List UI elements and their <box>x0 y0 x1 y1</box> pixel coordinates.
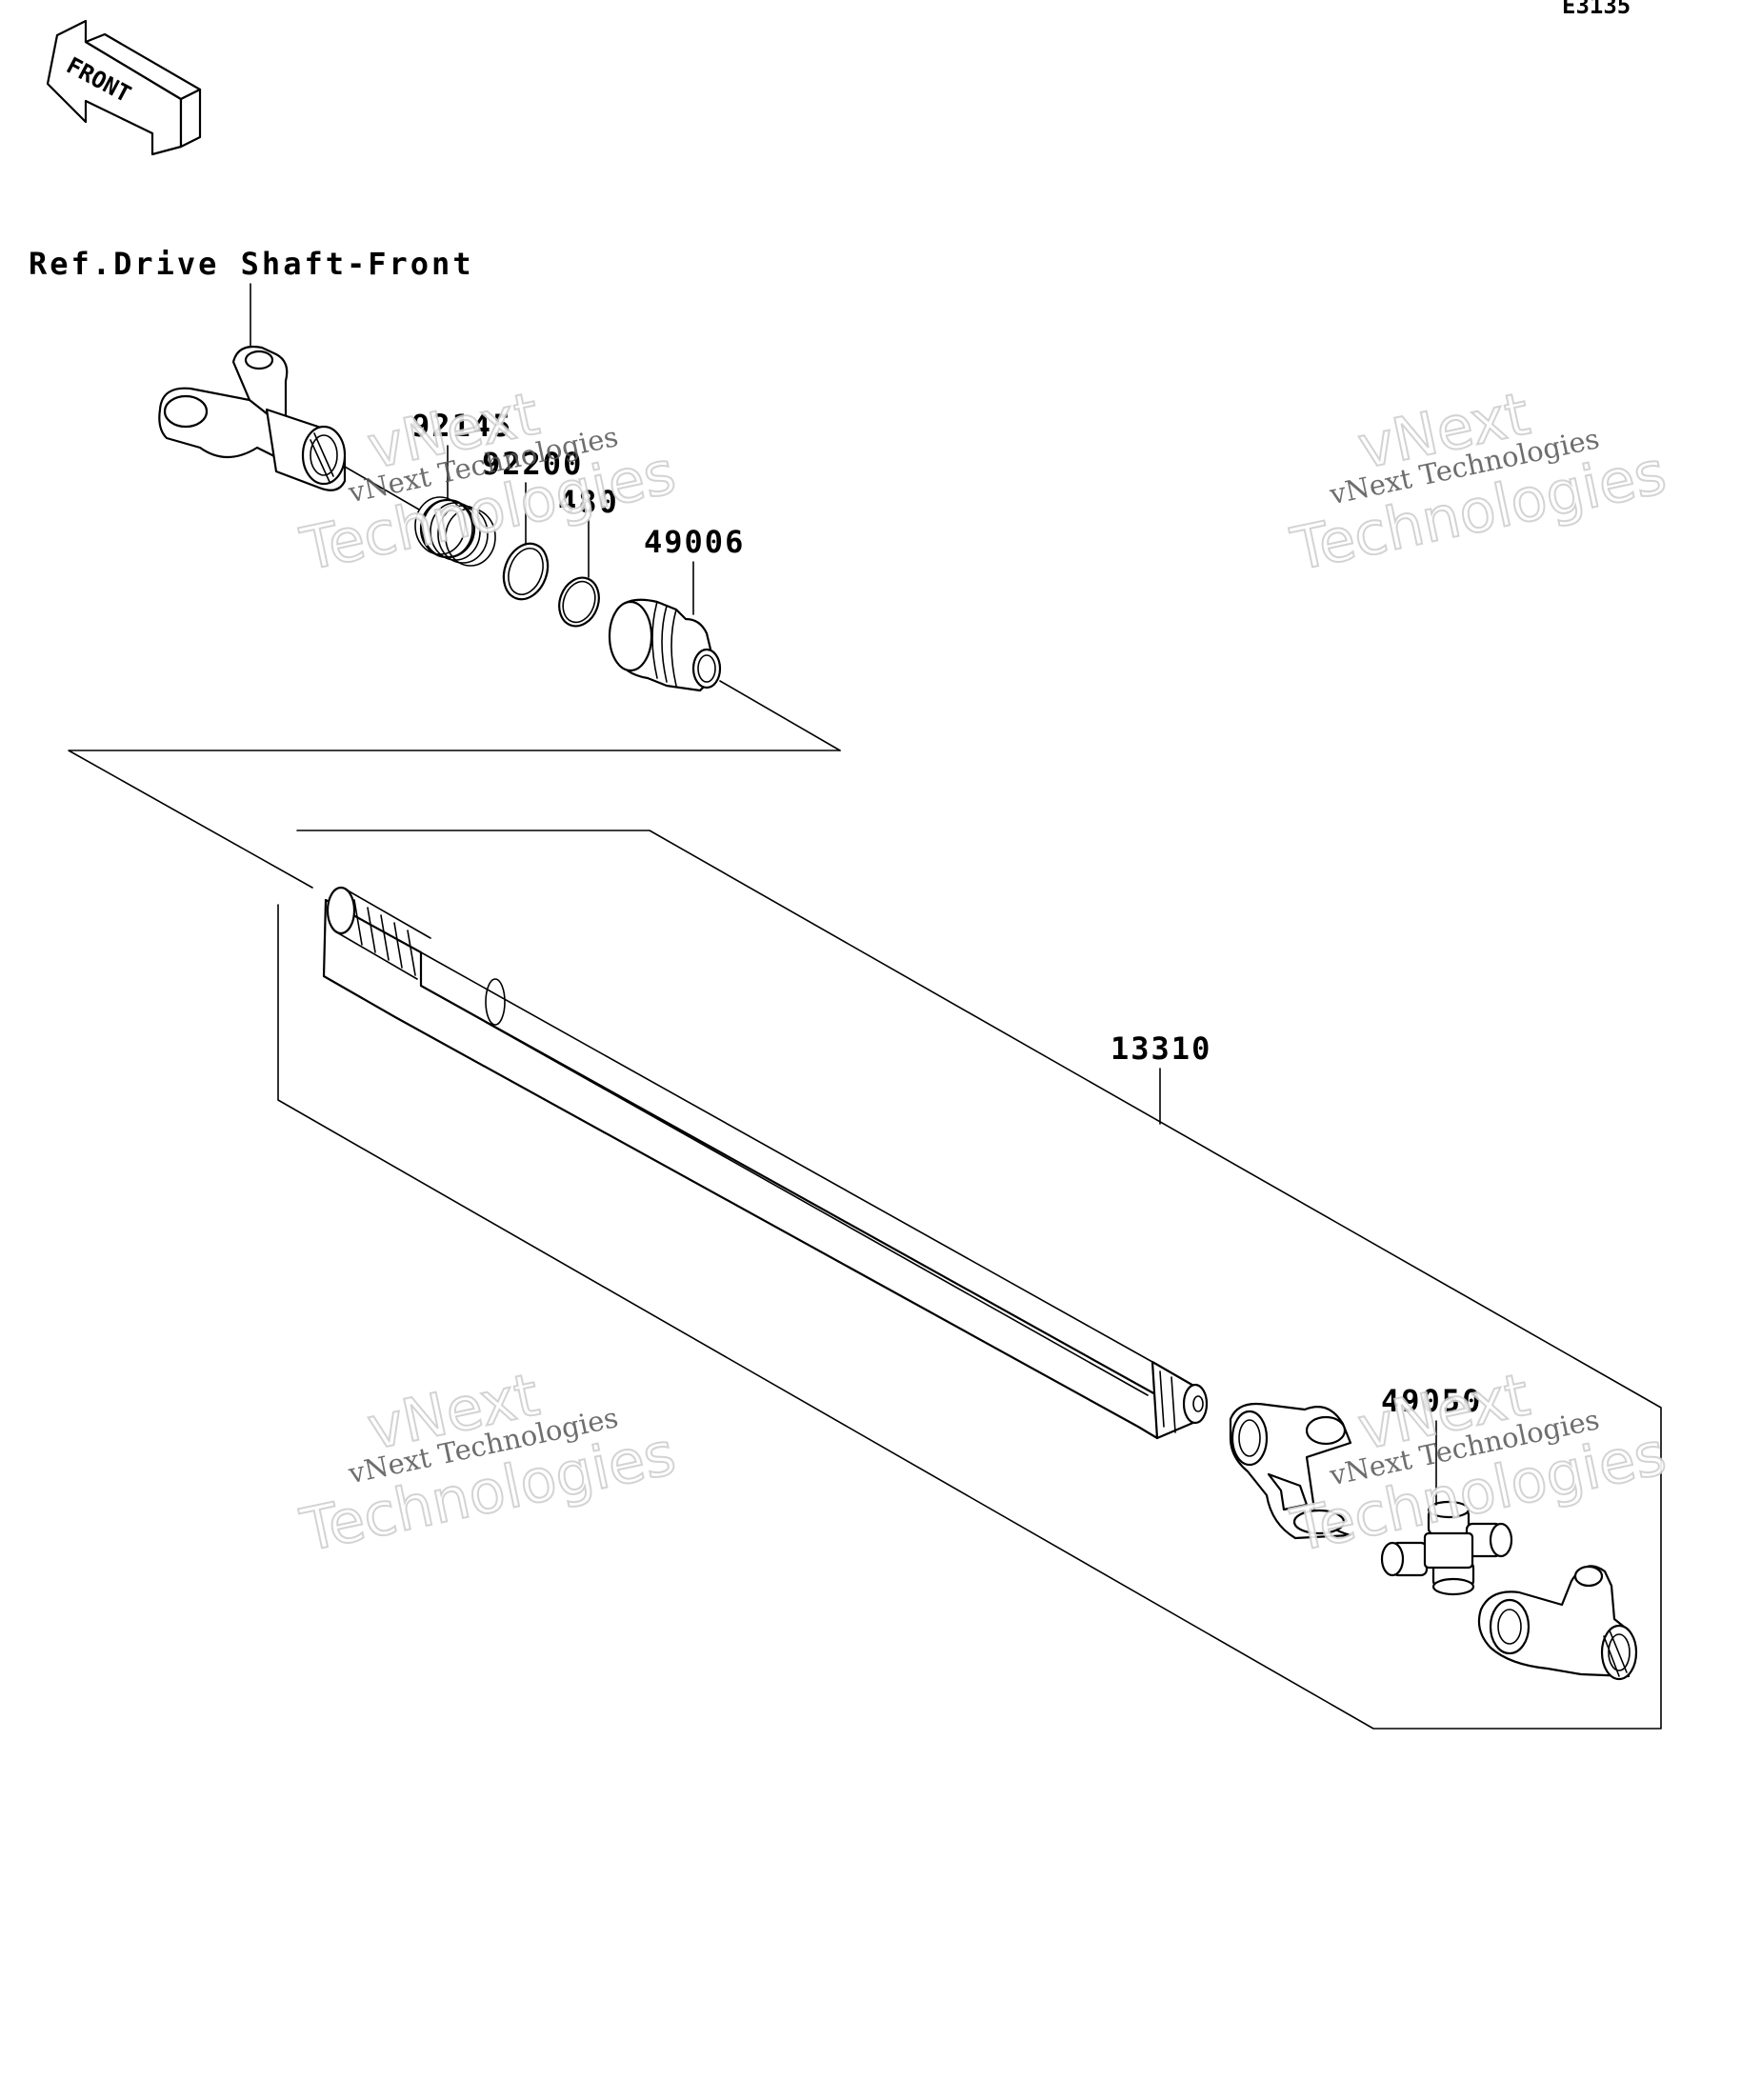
shaft-13310-drawing <box>322 886 1209 1440</box>
watermark-upper-right: vNext Technologies vNext Technologies <box>1284 377 1672 585</box>
part-label-49050: 49050 <box>1381 1383 1482 1419</box>
front-yoke-drawing <box>158 345 347 491</box>
part-label-92200: 92200 <box>482 446 583 482</box>
front-arrow-icon: FRONT <box>46 19 202 156</box>
part-label-92145: 92145 <box>411 408 512 444</box>
universal-joint-49050-drawing <box>1380 1500 1513 1596</box>
watermark-lower-left: vNext Technologies vNext Technologies <box>293 1358 682 1566</box>
shaft-group-outline <box>277 830 1662 1730</box>
diagram-code: E3135 <box>1562 0 1631 19</box>
circlip-480-drawing <box>558 576 600 628</box>
upper-bracket-line <box>68 750 841 889</box>
rear-yoke-2-drawing <box>1477 1565 1638 1681</box>
part-label-49006: 49006 <box>644 524 745 560</box>
ring-92200-drawing <box>502 542 550 601</box>
boot-axis-line <box>719 680 841 751</box>
part-label-480: 480 <box>558 484 619 520</box>
part-label-13310: 13310 <box>1111 1030 1211 1067</box>
spring-92145-drawing <box>414 496 496 567</box>
front-axis-line <box>344 466 420 510</box>
boot-49006-drawing <box>608 598 722 692</box>
rear-yoke-1-drawing <box>1229 1402 1352 1540</box>
ref-drive-shaft-front-label: Ref.Drive Shaft-Front <box>29 246 474 282</box>
